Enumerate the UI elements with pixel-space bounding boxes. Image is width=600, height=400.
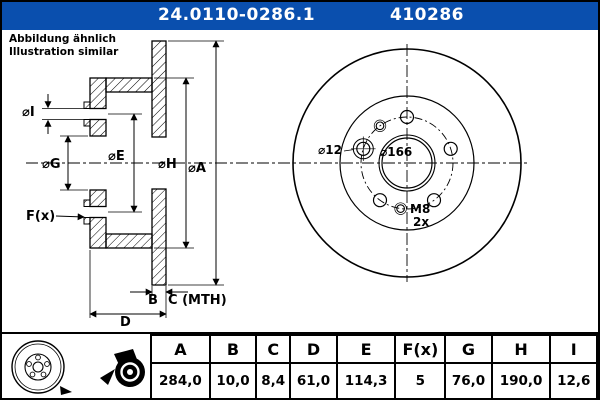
table-header-cell: I [549,334,598,364]
lug-boss [83,217,91,225]
dimension-lines [44,40,220,318]
pictograms [11,340,145,395]
lug-hole [426,193,442,208]
outer-diameter-circle [292,48,522,278]
label-d: D [120,315,131,330]
note-line-de: Abbildung ähnlich [9,33,116,45]
label-b: B [148,293,158,308]
table-header-cell: C [255,334,292,364]
table-header-cell: B [208,334,258,364]
m8-thread-hole [375,121,385,131]
note-line-en: Illustration similar [9,46,119,59]
table-header-cell: D [289,334,338,364]
part-number: 24.0110-0286.1 [158,5,316,25]
lug-boss [83,119,91,127]
table-value-cell: 61,0 [289,362,338,398]
pointer-hand-icon [100,369,115,385]
table-header-row: A B C D E F(x) G H I [150,334,598,364]
bolt-circle [360,116,454,210]
label-hat-dia: ⌀166 [380,145,412,159]
label-f-x: F(x) [26,209,55,224]
lug-boss [83,199,91,207]
table-value-cell: 5 [394,362,447,398]
hat-face-segment [89,216,107,249]
hat-face-segment [89,118,107,137]
label-dia-a: ⌀A [188,161,206,176]
reference-number: 410286 [390,5,464,25]
hat-face-segment [89,77,107,110]
section-view [83,40,167,286]
m8-thread-hole [396,204,405,213]
table-header-cell: A [150,334,211,364]
table-value-cell: 10,0 [208,362,258,398]
lug-hole [443,141,458,156]
table-value-cell: 76,0 [444,362,493,398]
centre-bore-circle [381,137,433,189]
hat-diameter-circle [339,95,475,231]
label-dia-e: ⌀E [108,149,125,164]
label-thread: M8 [410,202,430,216]
technical-drawing: ⌀I ⌀G ⌀E ⌀H ⌀A F(x) B C (MTH) D [22,40,529,330]
label-hole-dia: ⌀12 [318,143,342,157]
table-value-row: 284,0 10,0 8,4 61,0 114,3 5 76,0 190,0 1… [150,362,598,398]
centre-bore-chamfer [378,134,436,192]
m8-thread-circle [373,119,387,132]
table-header-cell: H [490,334,552,364]
label-dia-i: ⌀I [22,105,35,120]
table-value-cell: 12,6 [549,362,598,398]
pictogram-area [2,334,150,398]
label-dia-g: ⌀G [42,157,61,172]
brake-disc-icon [11,340,72,395]
label-c-mth: C (MTH) [168,293,227,308]
table-value-cell: 284,0 [150,362,211,398]
dimension-table-strip: A B C D E F(x) G H I 284,0 10,0 8,4 61,0… [2,332,598,398]
dimension-table: A B C D E F(x) G H I 284,0 10,0 8,4 61,0… [150,334,598,398]
label-thread-qty: 2x [413,215,429,229]
lug-hole [399,109,415,125]
table-value-cell: 190,0 [490,362,552,398]
disc-section-top [151,40,167,138]
table-value-cell: 114,3 [335,362,397,398]
caliper-pointer-icon [100,349,145,387]
front-view [292,44,522,282]
lug-boss [83,101,91,109]
hat-face-segment [89,189,107,208]
table-header-cell: G [444,334,493,364]
m8-thread-circle [394,202,407,215]
similarity-note: Abbildung ähnlich Illustration similar [9,33,118,59]
pointer-arrow-icon [60,386,72,395]
table-header-cell: E [335,334,397,364]
label-dia-h: ⌀H [158,157,177,172]
table-value-cell: 8,4 [255,362,292,398]
table-header-cell: F(x) [394,334,447,364]
lug-hole [372,193,388,208]
disc-section-bottom [151,188,167,286]
leader-line [343,149,355,152]
hat-wall-bottom [105,233,153,249]
hat-wall-top [105,77,153,93]
title-bar: 24.0110-0286.1 410286 [2,2,598,30]
